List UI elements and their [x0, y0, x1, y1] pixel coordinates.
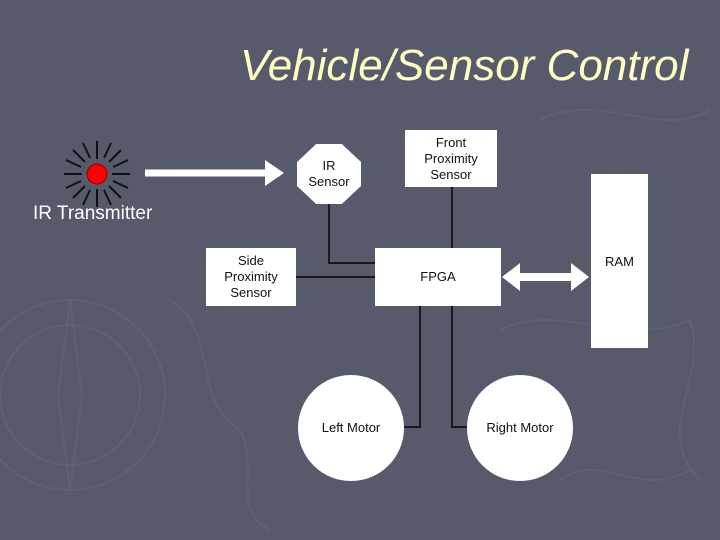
map-contour-icon: [539, 109, 711, 121]
left-motor-label: Left Motor: [321, 420, 381, 435]
ram-label: RAM: [605, 254, 634, 269]
left-motor-node: Left Motor: [298, 375, 404, 481]
map-contour-icon: [499, 318, 701, 481]
right-motor-node: Right Motor: [467, 375, 573, 481]
ir-led-icon: [64, 141, 130, 207]
ir-sensor-label: IR Sensor: [308, 158, 350, 189]
fpga-node: FPGA: [375, 248, 501, 306]
side-proximity-sensor-node: Side Proximity Sensor: [206, 248, 296, 306]
slide-title: Vehicle/Sensor Control: [240, 41, 689, 90]
map-contour-icon: [169, 299, 271, 531]
side-proximity-sensor-label: Side Proximity Sensor: [224, 253, 278, 300]
front-proximity-sensor-node: Front Proximity Sensor: [405, 130, 497, 187]
compass-inner-ring-icon: [0, 324, 141, 466]
ir-beam-arrow: [145, 160, 284, 186]
fpga-label: FPGA: [420, 269, 456, 284]
right-motor-label: Right Motor: [486, 420, 554, 435]
ir-sensor-to-fpga-line: [328, 202, 376, 264]
fpga-to-right-motor-line: [451, 306, 467, 428]
front-proximity-sensor-label: Front Proximity Sensor: [424, 134, 478, 182]
fpga-to-left-motor-line: [404, 306, 421, 428]
ram-node: RAM: [591, 174, 648, 348]
map-contour-icon: [559, 469, 691, 481]
ir-sensor-node: IR Sensor: [297, 144, 361, 204]
compass-needle-icon: [56, 299, 84, 491]
fpga-ram-double-arrow: [502, 263, 589, 291]
ir-transmitter-label: IR Transmitter: [33, 203, 153, 224]
